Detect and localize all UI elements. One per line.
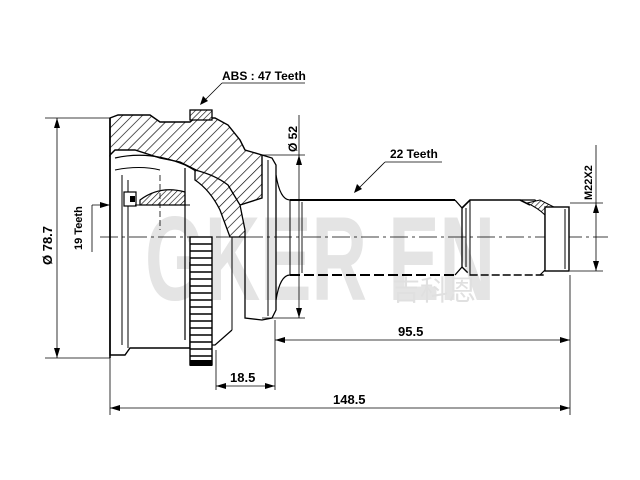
thread-label: M22X2 xyxy=(583,165,595,200)
abs-ring xyxy=(189,236,213,366)
dim-outer-diameter: Ø 78.7 xyxy=(40,117,110,359)
abs-callout: ABS : 47 Teeth xyxy=(200,69,306,105)
spline-shaft xyxy=(289,199,545,276)
dim-overall-length: 148.5 xyxy=(109,358,570,415)
outer-diameter-label: Ø 78.7 xyxy=(40,226,55,265)
watermark-chinese: 吉科恩 xyxy=(392,274,476,307)
shaft-spline-callout: 22 Teeth xyxy=(354,147,442,193)
seal-neck xyxy=(244,154,292,321)
dim-thread: M22X2 xyxy=(570,145,603,272)
dim-abs-offset: 18.5 xyxy=(215,350,275,390)
shaft-length-label: 95.5 xyxy=(398,324,423,339)
threaded-end xyxy=(520,199,570,276)
abs-offset-label: 18.5 xyxy=(230,370,255,385)
abs-teeth-label: ABS : 47 Teeth xyxy=(222,69,306,83)
inner-spline-callout: 19 Teeth xyxy=(73,202,110,252)
shaft-spline-label: 22 Teeth xyxy=(390,147,438,161)
inner-spline-label: 19 Teeth xyxy=(73,206,85,250)
overall-length-label: 148.5 xyxy=(333,392,366,407)
dim-seal-diameter: Ø 52 xyxy=(262,115,305,319)
seal-diameter-label: Ø 52 xyxy=(286,126,300,152)
dim-shaft-length: 95.5 xyxy=(274,275,571,415)
